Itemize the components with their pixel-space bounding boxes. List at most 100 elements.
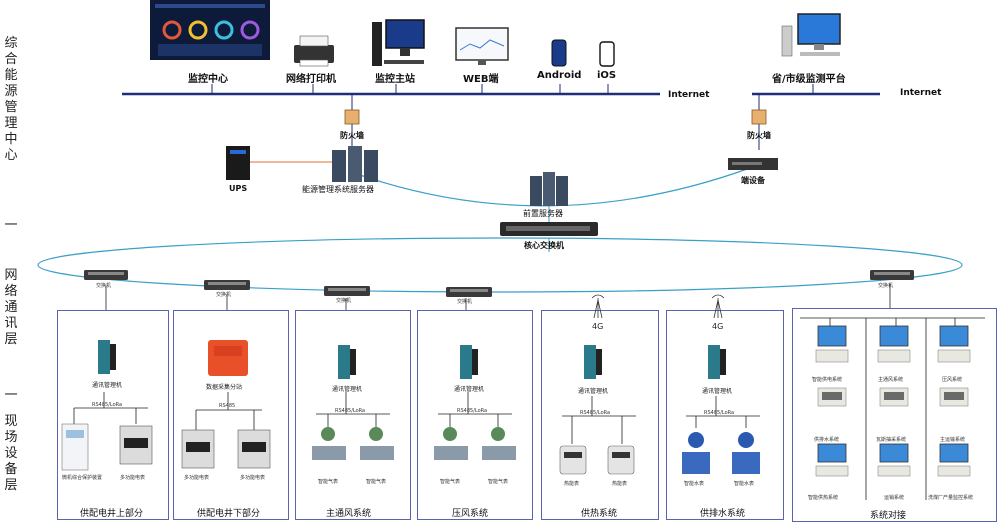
gas-meter-4-graphic (482, 427, 516, 460)
ring-switch-3 (324, 286, 370, 296)
section-box-6 (666, 310, 784, 520)
province-computer-graphic (781, 13, 841, 57)
label-server: 能源管理系统服务器 (302, 185, 374, 194)
computer-graphic (372, 19, 425, 66)
label-internet-right: Internet (900, 88, 942, 98)
side-label-network: 网络通讯层 (4, 268, 18, 347)
section-box-4 (417, 310, 533, 520)
system-label-1: 智能供电系统 (812, 377, 843, 383)
firewall-left-graphic (344, 109, 360, 125)
gateway-6 (708, 345, 726, 379)
section-title-3: 主通风系统 (326, 509, 372, 519)
device-label-4-1: 智能气表 (440, 479, 461, 485)
section-title-1: 供配电井上部分 (80, 509, 144, 519)
switch-label-2: 交换机 (216, 292, 232, 298)
side-label-center: 综合能源管理中心 (4, 36, 18, 163)
fourg-label-6: 4G (712, 322, 724, 331)
label-province: 省/市级监测平台 (772, 74, 846, 85)
system-label-7: 智能供热系统 (808, 495, 839, 501)
system-pc-8 (877, 443, 911, 477)
label-firewall-left: 防火墙 (340, 131, 364, 140)
label-firewall-right: 防火墙 (747, 131, 771, 140)
system-label-2: 主通风系统 (878, 377, 904, 383)
section-title-2: 供配电井下部分 (197, 509, 261, 519)
system-label-3: 压风系统 (942, 377, 963, 383)
label-master-station: 监控主站 (375, 74, 415, 85)
gateway-label-5: 通讯管理机 (578, 388, 609, 395)
core-switch-graphic (500, 222, 598, 236)
gateway-label-2: 数据采集分站 (206, 384, 243, 391)
bus-label-3: RS485/LoRa (335, 408, 366, 414)
bus-label-1: RS485/LoRa (92, 402, 123, 408)
ring-switch-1 (84, 270, 128, 280)
label-core-switch: 核心交换机 (524, 241, 564, 250)
water-meter-1-graphic (682, 432, 710, 474)
device-label-4-2: 智能气表 (488, 479, 509, 485)
section-title-7: 系统对接 (870, 511, 907, 521)
device-label-6-2: 智能水表 (734, 481, 755, 487)
gateway-1 (98, 340, 116, 374)
label-monitor-center: 监控中心 (188, 74, 228, 85)
section-title-6: 供排水系统 (700, 509, 746, 519)
switch-label-4: 交换机 (457, 299, 473, 305)
system-label-8: 运销系统 (884, 495, 905, 501)
bus-label-5: RS485/LoRa (580, 410, 611, 416)
gas-meter-2-graphic (360, 427, 394, 460)
side-label-dash-2: 一 (4, 388, 18, 403)
bus-label-6: RS485/LoRa (704, 410, 735, 416)
gateway-label-1: 通讯管理机 (92, 382, 123, 389)
gas-meter-1-graphic (312, 427, 346, 460)
water-meter-2-graphic (732, 432, 760, 474)
web-monitor-graphic (455, 27, 509, 65)
gateway-3 (338, 345, 356, 379)
system-pc-4 (817, 387, 847, 407)
label-printer: 网络打印机 (286, 74, 336, 85)
bus-label-2: RS485 (219, 403, 236, 409)
monitor-center-screen (150, 0, 270, 60)
device-label-5-2: 热能表 (612, 481, 628, 487)
label-android: Android (537, 70, 582, 81)
ios-phone-graphic (599, 41, 615, 67)
android-phone-graphic (551, 39, 567, 67)
label-internet-left: Internet (668, 90, 710, 100)
gas-meter-3-graphic (434, 427, 468, 460)
device-label-6-1: 智能水表 (684, 481, 705, 487)
gateway-label-3: 通讯管理机 (332, 386, 363, 393)
system-pc-5 (879, 387, 909, 407)
label-web: WEB端 (463, 74, 499, 85)
ups-graphic (226, 146, 250, 180)
system-pc-7 (815, 443, 849, 477)
heat-meter-1-graphic (559, 445, 587, 475)
label-ios: iOS (597, 70, 617, 81)
firewall-right-graphic (751, 109, 767, 125)
system-pc-1 (815, 325, 849, 363)
gateway-2 (208, 340, 248, 376)
printer-graphic (294, 35, 334, 67)
energy-meter-1-graphic (119, 425, 153, 465)
energy-meter-2-graphic (181, 429, 215, 469)
system-label-5: 瓦斯抽采系统 (876, 437, 907, 443)
gateway-4 (460, 345, 478, 379)
system-label-6: 主运输系统 (940, 437, 966, 443)
section-box-1 (57, 310, 169, 520)
protection-device-graphic (61, 423, 89, 471)
device-label-3-1: 智能气表 (318, 479, 339, 485)
gateway-5 (584, 345, 602, 379)
terminal-device-graphic (728, 158, 778, 170)
label-ups: UPS (229, 184, 248, 193)
bus-label-4: RS485/LoRa (457, 408, 488, 414)
side-label-dash-1: 一 (4, 218, 18, 233)
switch-label-1: 交换机 (96, 283, 112, 289)
heat-meter-2-graphic (607, 445, 635, 475)
section-box-3 (295, 310, 411, 520)
device-label-1-2: 多功能电表 (120, 475, 146, 481)
network-ring (37, 237, 963, 293)
device-label-1-1: 微机综合保护装置 (62, 475, 103, 481)
label-terminal: 端设备 (741, 176, 765, 185)
tower-icon-6 (711, 294, 725, 319)
switch-label-5: 交换机 (878, 283, 894, 289)
system-pc-6 (939, 387, 969, 407)
section-box-5 (541, 310, 659, 520)
